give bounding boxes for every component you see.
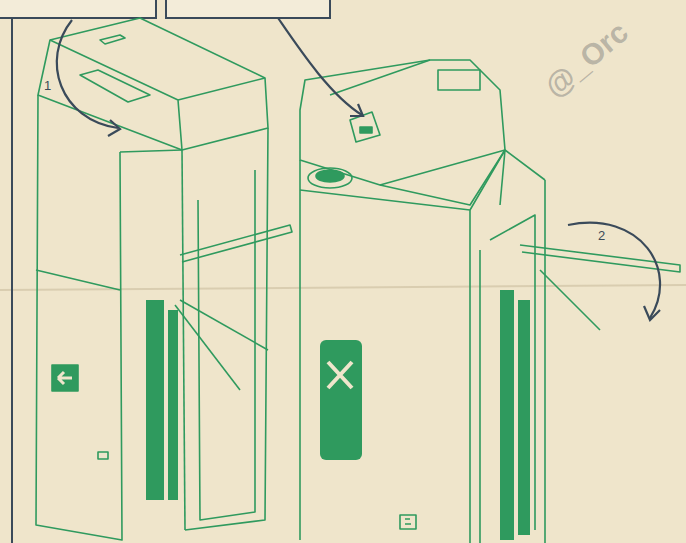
right-turnstile xyxy=(300,60,680,543)
callout-number: 2 xyxy=(598,228,605,243)
left-turnstile xyxy=(36,18,292,540)
callout-number: 1 xyxy=(44,78,51,93)
right-x-panel xyxy=(320,290,530,540)
header-box xyxy=(0,0,156,18)
header-box xyxy=(166,0,330,18)
left-green-bars xyxy=(146,300,178,500)
frame-line xyxy=(11,18,13,543)
